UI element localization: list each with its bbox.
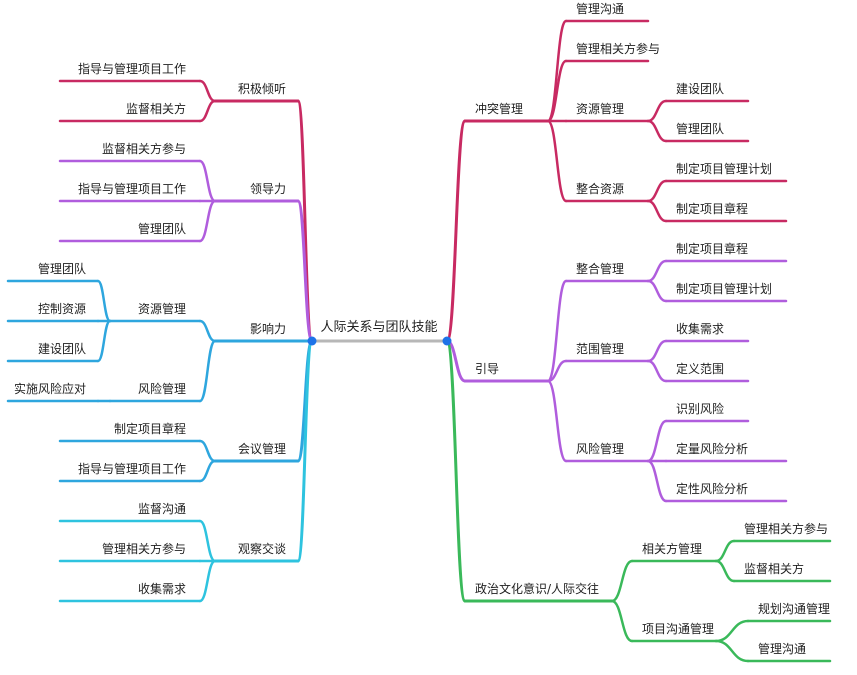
right-grandchild-edge-0-3-0 xyxy=(646,179,668,203)
left-child-label-3-1[interactable]: 指导与管理项目工作 xyxy=(78,461,186,476)
right-grandchild-edge-1-0-0 xyxy=(646,259,668,283)
right-child-label-1-2[interactable]: 风险管理 xyxy=(576,441,624,456)
right-grandchild-edge-0-2-0 xyxy=(646,99,668,123)
right-child-label-0-2[interactable]: 资源管理 xyxy=(576,101,624,116)
mindmap-edges xyxy=(6,19,832,663)
right-grandchild-label-1-1-0[interactable]: 收集需求 xyxy=(676,321,724,336)
left-child-edge-4-2 xyxy=(198,559,217,603)
left-child-edge-1-2 xyxy=(198,199,217,243)
right-child-label-0-0[interactable]: 管理沟通 xyxy=(576,1,624,16)
root-left-dot xyxy=(307,336,317,346)
right-child-label-0-1[interactable]: 管理相关方参与 xyxy=(576,41,660,56)
right-grandchild-label-1-2-2[interactable]: 定性风险分析 xyxy=(676,481,748,496)
right-grandchild-label-1-0-0[interactable]: 制定项目章程 xyxy=(676,241,748,256)
left-child-edge-3-0 xyxy=(198,439,217,463)
root-right-dot xyxy=(442,336,452,346)
right-child-label-1-0[interactable]: 整合管理 xyxy=(576,261,624,276)
left-branch-edge-4 xyxy=(296,339,314,563)
right-grandchild-edge-1-0-1 xyxy=(646,279,668,303)
left-child-label-2-1[interactable]: 风险管理 xyxy=(138,381,186,396)
left-branch-edge-0 xyxy=(296,99,314,343)
right-child-edge-0-1 xyxy=(546,59,568,123)
left-grandchild-edge-2-0-0 xyxy=(96,279,112,323)
right-grandchild-edge-2-0-1 xyxy=(714,559,736,583)
right-grandchild-label-0-2-0[interactable]: 建设团队 xyxy=(676,81,724,96)
left-branch-label-2[interactable]: 影响力 xyxy=(250,321,286,336)
left-child-label-4-2[interactable]: 收集需求 xyxy=(138,581,186,596)
left-child-edge-3-1 xyxy=(198,459,217,483)
left-child-edge-4-0 xyxy=(198,519,217,563)
left-child-label-1-1[interactable]: 指导与管理项目工作 xyxy=(78,181,186,196)
left-grandchild-label-2-0-1[interactable]: 控制资源 xyxy=(38,302,86,316)
right-grandchild-edge-0-3-1 xyxy=(646,199,668,223)
left-child-edge-0-1 xyxy=(198,99,217,123)
left-branch-label-1[interactable]: 领导力 xyxy=(250,182,286,196)
right-child-label-1-1[interactable]: 范围管理 xyxy=(576,341,624,356)
right-child-label-0-3[interactable]: 整合资源 xyxy=(576,181,624,196)
right-branch-label-2[interactable]: 政治文化意识/人际交往 xyxy=(475,581,599,596)
right-grandchild-edge-0-2-1 xyxy=(646,119,668,143)
right-grandchild-label-2-0-0[interactable]: 管理相关方参与 xyxy=(744,521,828,536)
right-grandchild-label-0-3-0[interactable]: 制定项目管理计划 xyxy=(676,161,772,176)
left-child-label-4-0[interactable]: 监督沟通 xyxy=(138,501,186,516)
right-grandchild-label-1-2-0[interactable]: 识别风险 xyxy=(676,401,724,416)
right-grandchild-edge-1-1-0 xyxy=(646,339,668,363)
left-child-edge-0-0 xyxy=(198,79,217,103)
left-child-label-4-1[interactable]: 管理相关方参与 xyxy=(102,541,186,556)
right-grandchild-label-2-1-0[interactable]: 规划沟通管理 xyxy=(758,601,830,616)
left-grandchild-edge-2-0-2 xyxy=(96,319,112,363)
right-grandchild-label-2-1-1[interactable]: 管理沟通 xyxy=(758,641,806,656)
right-branch-edge-2 xyxy=(445,339,467,603)
left-branch-label-3[interactable]: 会议管理 xyxy=(238,441,286,456)
right-grandchild-label-2-0-1[interactable]: 监督相关方 xyxy=(744,561,804,576)
right-branch-edge-0 xyxy=(445,119,467,343)
left-child-label-0-1[interactable]: 监督相关方 xyxy=(126,101,186,116)
left-child-edge-1-0 xyxy=(198,159,217,203)
left-child-label-0-0[interactable]: 指导与管理项目工作 xyxy=(78,61,186,76)
left-grandchild-label-2-0-2[interactable]: 建设团队 xyxy=(38,341,86,356)
left-child-label-3-0[interactable]: 制定项目章程 xyxy=(114,421,186,436)
right-child-edge-1-1 xyxy=(546,359,568,383)
right-grandchild-edge-2-0-0 xyxy=(714,539,736,563)
left-child-edge-2-1 xyxy=(198,339,217,403)
right-child-edge-0-3 xyxy=(546,119,568,203)
right-grandchild-label-1-1-1[interactable]: 定义范围 xyxy=(676,361,724,376)
right-child-edge-2-1 xyxy=(610,599,634,643)
right-child-edge-1-2 xyxy=(546,379,568,463)
right-grandchild-edge-2-1-1 xyxy=(714,639,750,663)
right-grandchild-edge-1-2-2 xyxy=(646,459,668,503)
left-child-label-1-0[interactable]: 监督相关方参与 xyxy=(102,141,186,156)
left-child-edge-2-0 xyxy=(198,319,217,343)
right-child-edge-0-0 xyxy=(546,19,568,123)
mindmap-nodes: 人际关系与团队技能积极倾听指导与管理项目工作监督相关方领导力监督相关方参与指导与… xyxy=(14,1,830,656)
left-grandchild-label-2-1-0[interactable]: 实施风险应对 xyxy=(14,381,86,396)
left-branch-label-0[interactable]: 积极倾听 xyxy=(238,82,286,96)
left-child-label-2-0[interactable]: 资源管理 xyxy=(138,301,186,316)
right-grandchild-edge-1-1-1 xyxy=(646,359,668,383)
root-node-label[interactable]: 人际关系与团队技能 xyxy=(320,320,437,335)
right-child-edge-2-0 xyxy=(610,559,634,603)
right-branch-label-1[interactable]: 引导 xyxy=(475,362,499,376)
right-grandchild-label-1-2-1[interactable]: 定量风险分析 xyxy=(676,441,748,456)
right-grandchild-label-0-2-1[interactable]: 管理团队 xyxy=(676,121,724,136)
right-child-edge-1-0 xyxy=(546,279,568,383)
left-branch-label-4[interactable]: 观察交谈 xyxy=(238,541,286,556)
right-grandchild-label-0-3-1[interactable]: 制定项目章程 xyxy=(676,201,748,216)
left-branch-edge-1 xyxy=(296,199,314,343)
right-child-label-2-0[interactable]: 相关方管理 xyxy=(642,541,702,556)
right-branch-label-0[interactable]: 冲突管理 xyxy=(475,101,523,116)
left-grandchild-label-2-0-0[interactable]: 管理团队 xyxy=(38,261,86,276)
right-grandchild-edge-1-2-0 xyxy=(646,419,668,463)
left-child-label-1-2[interactable]: 管理团队 xyxy=(138,221,186,236)
right-child-label-2-1[interactable]: 项目沟通管理 xyxy=(642,621,714,636)
right-grandchild-label-1-0-1[interactable]: 制定项目管理计划 xyxy=(676,281,772,296)
right-grandchild-edge-2-1-0 xyxy=(714,619,750,643)
